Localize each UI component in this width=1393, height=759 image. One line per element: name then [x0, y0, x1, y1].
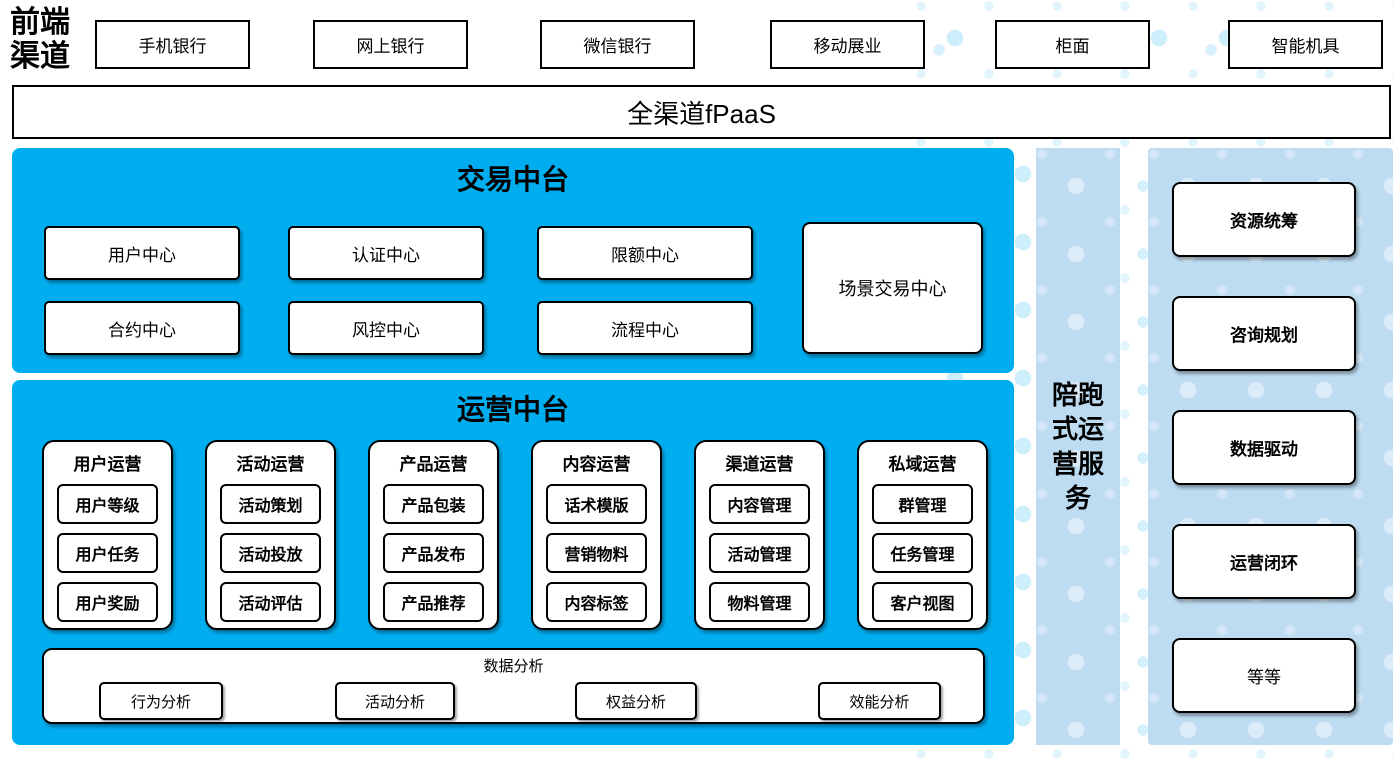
service-box-consulting-planning: 咨询规划 — [1172, 296, 1356, 371]
op-item: 活动评估 — [220, 582, 321, 622]
channel-box-counter: 柜面 — [995, 20, 1150, 69]
center-box-user: 用户中心 — [44, 226, 240, 280]
op-item: 用户任务 — [57, 533, 158, 573]
op-column-header: 用户运营 — [73, 455, 142, 474]
op-item: 内容标签 — [546, 582, 647, 622]
op-column-private-domain: 私域运营 群管理 任务管理 客户视图 — [857, 440, 988, 630]
channel-box-online-banking: 网上银行 — [313, 20, 468, 69]
op-column-header: 活动运营 — [236, 455, 305, 474]
side-service-label: 陪跑式运营服务 — [1051, 379, 1104, 513]
analysis-box-rights: 权益分析 — [575, 682, 697, 720]
op-column-activity: 活动运营 活动策划 活动投放 活动评估 — [205, 440, 336, 630]
front-channels-label: 前端渠道 — [10, 6, 70, 73]
op-column-product: 产品运营 产品包装 产品发布 产品推荐 — [368, 440, 499, 630]
operation-platform-title: 运营中台 — [456, 394, 569, 425]
op-item: 产品发布 — [383, 533, 484, 573]
service-box-etc: 等等 — [1172, 638, 1356, 713]
fpaas-bar: 全渠道fPaaS — [12, 85, 1391, 139]
op-item: 活动策划 — [220, 484, 321, 524]
service-box-operation-closed-loop: 运营闭环 — [1172, 524, 1356, 599]
channel-box-mobile-sales: 移动展业 — [770, 20, 925, 69]
center-box-limit: 限额中心 — [537, 226, 753, 280]
op-column-content: 内容运营 话术模版 营销物料 内容标签 — [531, 440, 662, 630]
service-box-data-driven: 数据驱动 — [1172, 410, 1356, 485]
op-item: 用户奖励 — [57, 582, 158, 622]
op-item: 产品推荐 — [383, 582, 484, 622]
op-item: 客户视图 — [872, 582, 973, 622]
op-item: 群管理 — [872, 484, 973, 524]
op-item: 活动管理 — [709, 533, 810, 573]
op-item: 产品包装 — [383, 484, 484, 524]
channel-box-smart-devices: 智能机具 — [1228, 20, 1383, 69]
op-item: 内容管理 — [709, 484, 810, 524]
op-item: 营销物料 — [546, 533, 647, 573]
op-column-header: 内容运营 — [562, 455, 631, 474]
op-column-channel: 渠道运营 内容管理 活动管理 物料管理 — [694, 440, 825, 630]
service-box-resource-coordination: 资源统筹 — [1172, 182, 1356, 257]
op-item: 物料管理 — [709, 582, 810, 622]
center-box-contract: 合约中心 — [44, 301, 240, 355]
center-box-scenario-transaction: 场景交易中心 — [802, 222, 983, 354]
center-box-risk-control: 风控中心 — [288, 301, 484, 355]
op-column-user: 用户运营 用户等级 用户任务 用户奖励 — [42, 440, 173, 630]
analysis-box-activity: 活动分析 — [335, 682, 455, 720]
side-service-bar: 陪跑式运营服务 — [1036, 148, 1120, 745]
op-item: 话术模版 — [546, 484, 647, 524]
op-item: 活动投放 — [220, 533, 321, 573]
transaction-platform-title: 交易中台 — [456, 164, 569, 195]
channel-box-wechat-banking: 微信银行 — [540, 20, 695, 69]
center-box-auth: 认证中心 — [288, 226, 484, 280]
op-column-header: 渠道运营 — [725, 455, 794, 474]
op-item: 用户等级 — [57, 484, 158, 524]
op-item: 任务管理 — [872, 533, 973, 573]
channel-box-mobile-banking: 手机银行 — [95, 20, 250, 69]
center-box-process: 流程中心 — [537, 301, 753, 355]
op-column-header: 私域运营 — [888, 455, 957, 474]
data-analysis-panel: 数据分析 行为分析 活动分析 权益分析 效能分析 — [42, 648, 985, 724]
op-column-header: 产品运营 — [399, 455, 468, 474]
analysis-box-efficiency: 效能分析 — [818, 682, 941, 720]
data-analysis-title: 数据分析 — [483, 658, 544, 675]
right-service-panel: 资源统筹 咨询规划 数据驱动 运营闭环 等等 — [1148, 148, 1393, 745]
transaction-platform-panel: 交易中台 用户中心 认证中心 限额中心 合约中心 风控中心 流程中心 场景交易中… — [12, 148, 1014, 373]
operation-platform-panel: 运营中台 用户运营 用户等级 用户任务 用户奖励 活动运营 活动策划 活动投放 … — [12, 380, 1014, 745]
analysis-box-behavior: 行为分析 — [99, 682, 223, 720]
